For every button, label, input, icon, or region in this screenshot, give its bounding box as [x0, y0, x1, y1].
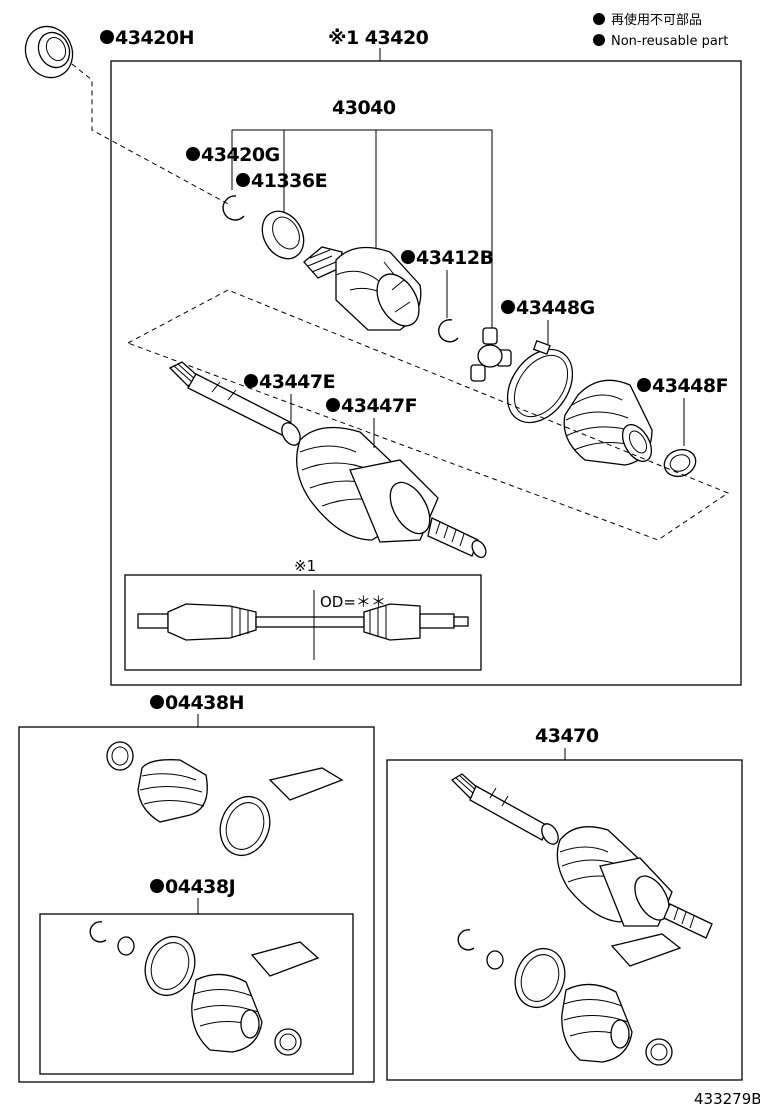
boot-04438J[interactable]	[191, 973, 263, 1053]
non-reusable-dot-icon	[326, 398, 340, 412]
seal-41336E[interactable]	[254, 204, 312, 266]
label-43412B: 43412B	[416, 247, 494, 269]
tripod-joint[interactable]	[470, 327, 512, 382]
boot-right[interactable]	[563, 379, 657, 466]
boot-04438H[interactable]	[137, 759, 208, 823]
box-04438H	[18, 726, 375, 1083]
snap-ring-04438J[interactable]	[89, 921, 107, 943]
clamp-large-04438H[interactable]	[212, 790, 278, 863]
non-reusable-dot-icon	[501, 300, 515, 314]
snap-ring-43412B[interactable]	[438, 319, 459, 343]
label-43420: ※1 43420	[328, 27, 429, 49]
label-43448F: 43448F	[652, 375, 728, 397]
non-reusable-dot-icon	[150, 879, 164, 893]
non-reusable-dot-icon	[150, 695, 164, 709]
snap-ring-43420G[interactable]	[222, 195, 245, 221]
joint-housing-43040[interactable]	[303, 246, 428, 333]
non-reusable-dot-icon	[593, 34, 605, 46]
diagram-reference-number: 433279B	[694, 1090, 760, 1108]
clamp-small-04438H[interactable]	[106, 741, 134, 771]
ring-small-43470[interactable]	[486, 950, 504, 970]
box-note-1	[124, 574, 482, 671]
box-43420	[110, 60, 742, 686]
bracket-43040	[231, 129, 493, 332]
leader-dashed	[71, 63, 231, 206]
label-od: OD=＊＊	[320, 593, 386, 611]
label-43040: 43040	[332, 97, 396, 119]
non-reusable-dot-icon	[593, 13, 605, 25]
non-reusable-dot-icon	[244, 374, 258, 388]
group-dashed-outline	[126, 289, 730, 541]
non-reusable-dot-icon	[401, 250, 415, 264]
non-reusable-dot-icon	[186, 147, 200, 161]
snap-ring-43470[interactable]	[457, 929, 475, 951]
label-43447F: 43447F	[341, 395, 417, 417]
grease-pack-04438J[interactable]	[250, 941, 320, 977]
boot-clamp-43448F[interactable]	[661, 445, 700, 480]
drive-shaft-43470[interactable]	[450, 773, 713, 939]
legend: 再使用不可部品 Non-reusable part	[593, 12, 728, 49]
boot-clamp-43448G[interactable]	[494, 337, 586, 435]
clamp-small-04438J[interactable]	[274, 1028, 302, 1056]
label-43420H: 43420H	[115, 27, 194, 49]
grease-pack-43470[interactable]	[610, 933, 682, 967]
ring-small-04438J[interactable]	[117, 936, 135, 956]
boot-43470[interactable]	[561, 983, 633, 1063]
label-43447E: 43447E	[259, 371, 335, 393]
label-43470: 43470	[535, 725, 599, 747]
label-43420G: 43420G	[201, 144, 280, 166]
legend-line-english: Non-reusable part	[611, 34, 728, 49]
non-reusable-dot-icon	[100, 30, 114, 44]
label-43448G: 43448G	[516, 297, 595, 319]
box-43470	[386, 759, 743, 1081]
part-43420H[interactable]	[17, 19, 81, 86]
label-41336E: 41336E	[251, 170, 327, 192]
grease-pack-04438H[interactable]	[268, 767, 344, 801]
drive-shaft-assembly[interactable]	[168, 361, 489, 560]
clamp-large-04438J[interactable]	[137, 930, 203, 1003]
clamp-small-43470[interactable]	[645, 1038, 673, 1066]
clamp-large-43470[interactable]	[507, 942, 573, 1015]
non-reusable-dot-icon	[236, 173, 250, 187]
label-04438J: 04438J	[165, 876, 235, 898]
box-04438J	[39, 913, 354, 1075]
label-04438H: 04438H	[165, 692, 244, 714]
shaft-outline-inset	[137, 603, 469, 641]
non-reusable-dot-icon	[637, 378, 651, 392]
label-note-1: ※1	[294, 557, 316, 575]
legend-line-japanese: 再使用不可部品	[611, 12, 702, 28]
